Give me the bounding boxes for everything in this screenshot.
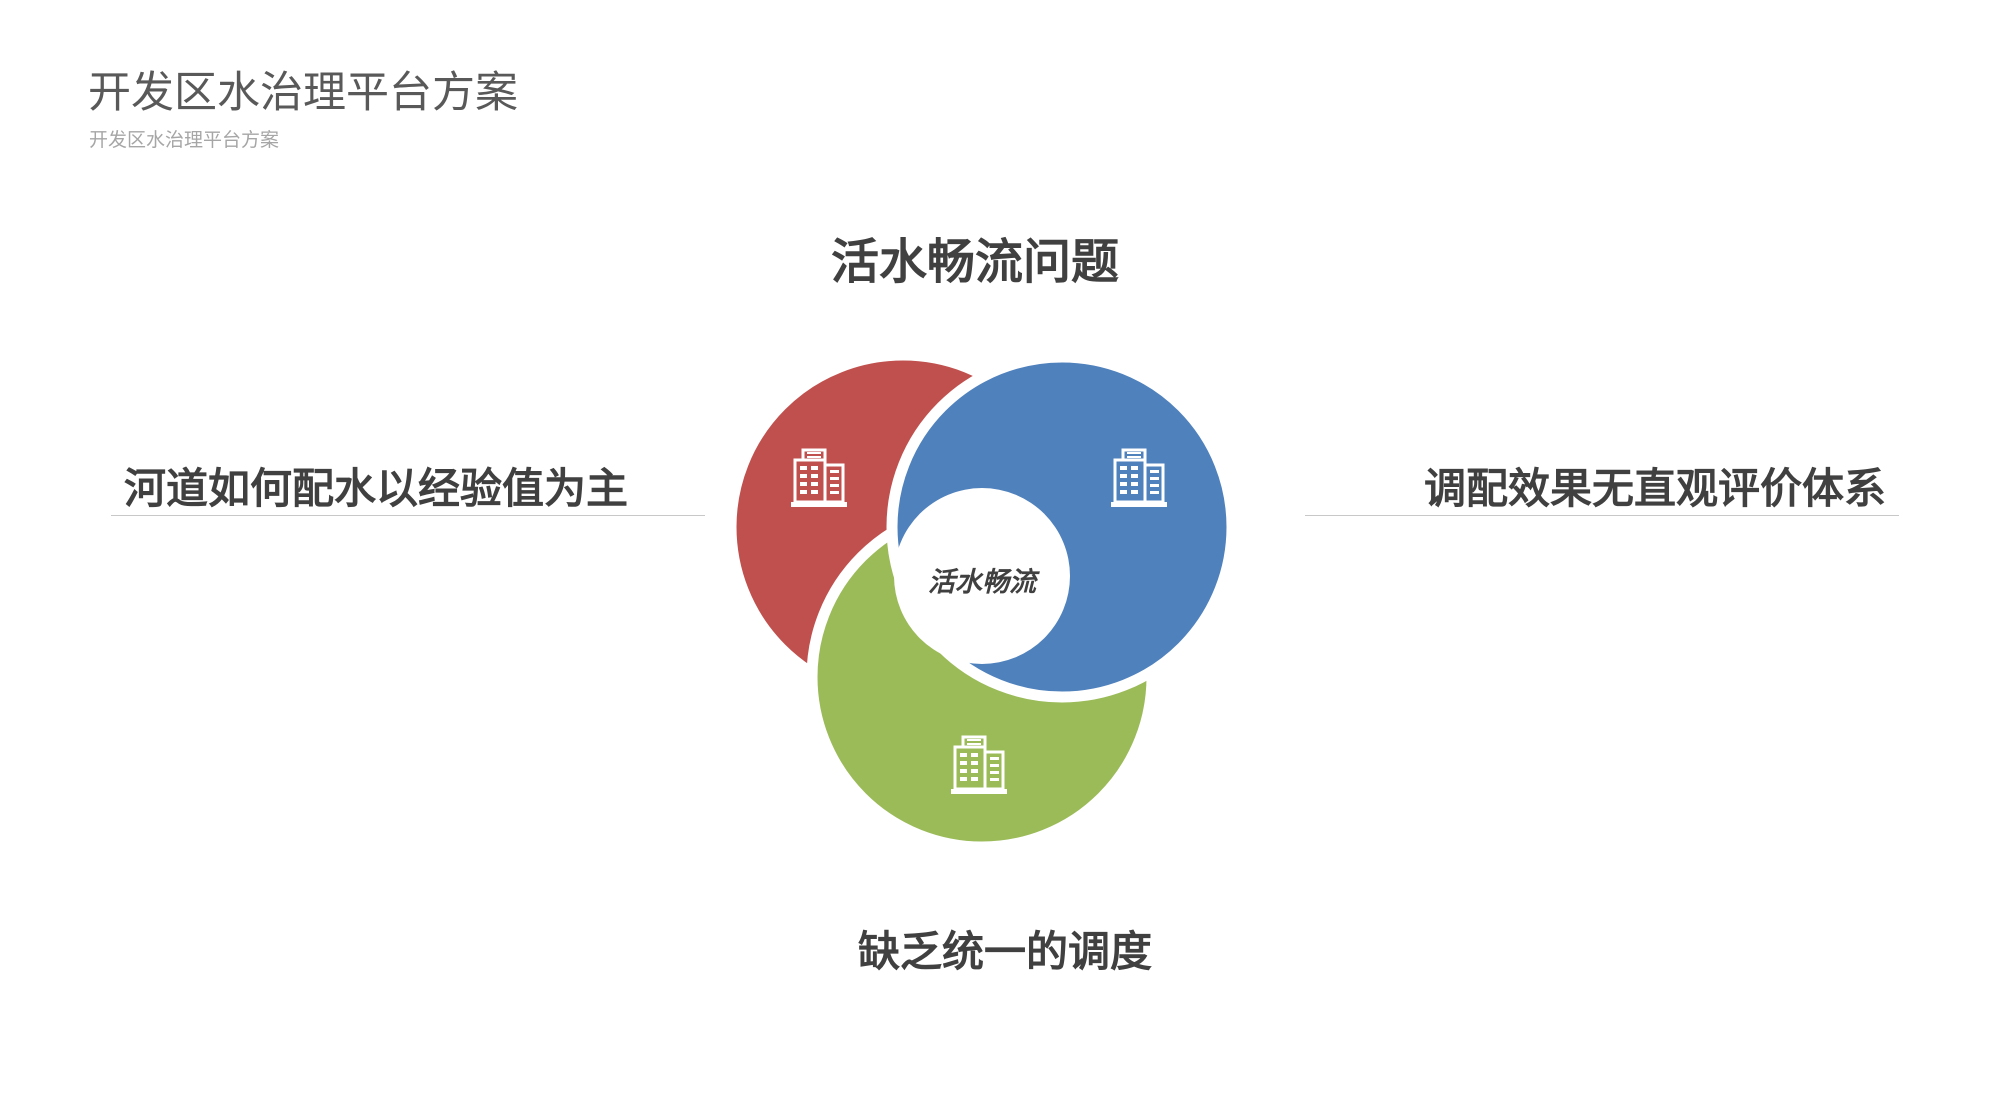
center-label: 活水畅流 (928, 567, 1036, 598)
page-subtitle: 开发区水治理平台方案 (89, 129, 280, 151)
left-divider (111, 515, 705, 516)
right-divider (1305, 515, 1899, 516)
bottom-label: 缺乏统一的调度 (858, 927, 1153, 976)
center-hole (894, 488, 1070, 664)
right-label: 调配效果无直观评价体系 (1424, 464, 1887, 513)
left-label: 河道如何配水以经验值为主 (124, 464, 629, 513)
diagram-heading: 活水畅流问题 (830, 234, 1119, 290)
page-title: 开发区水治理平台方案 (88, 68, 518, 118)
